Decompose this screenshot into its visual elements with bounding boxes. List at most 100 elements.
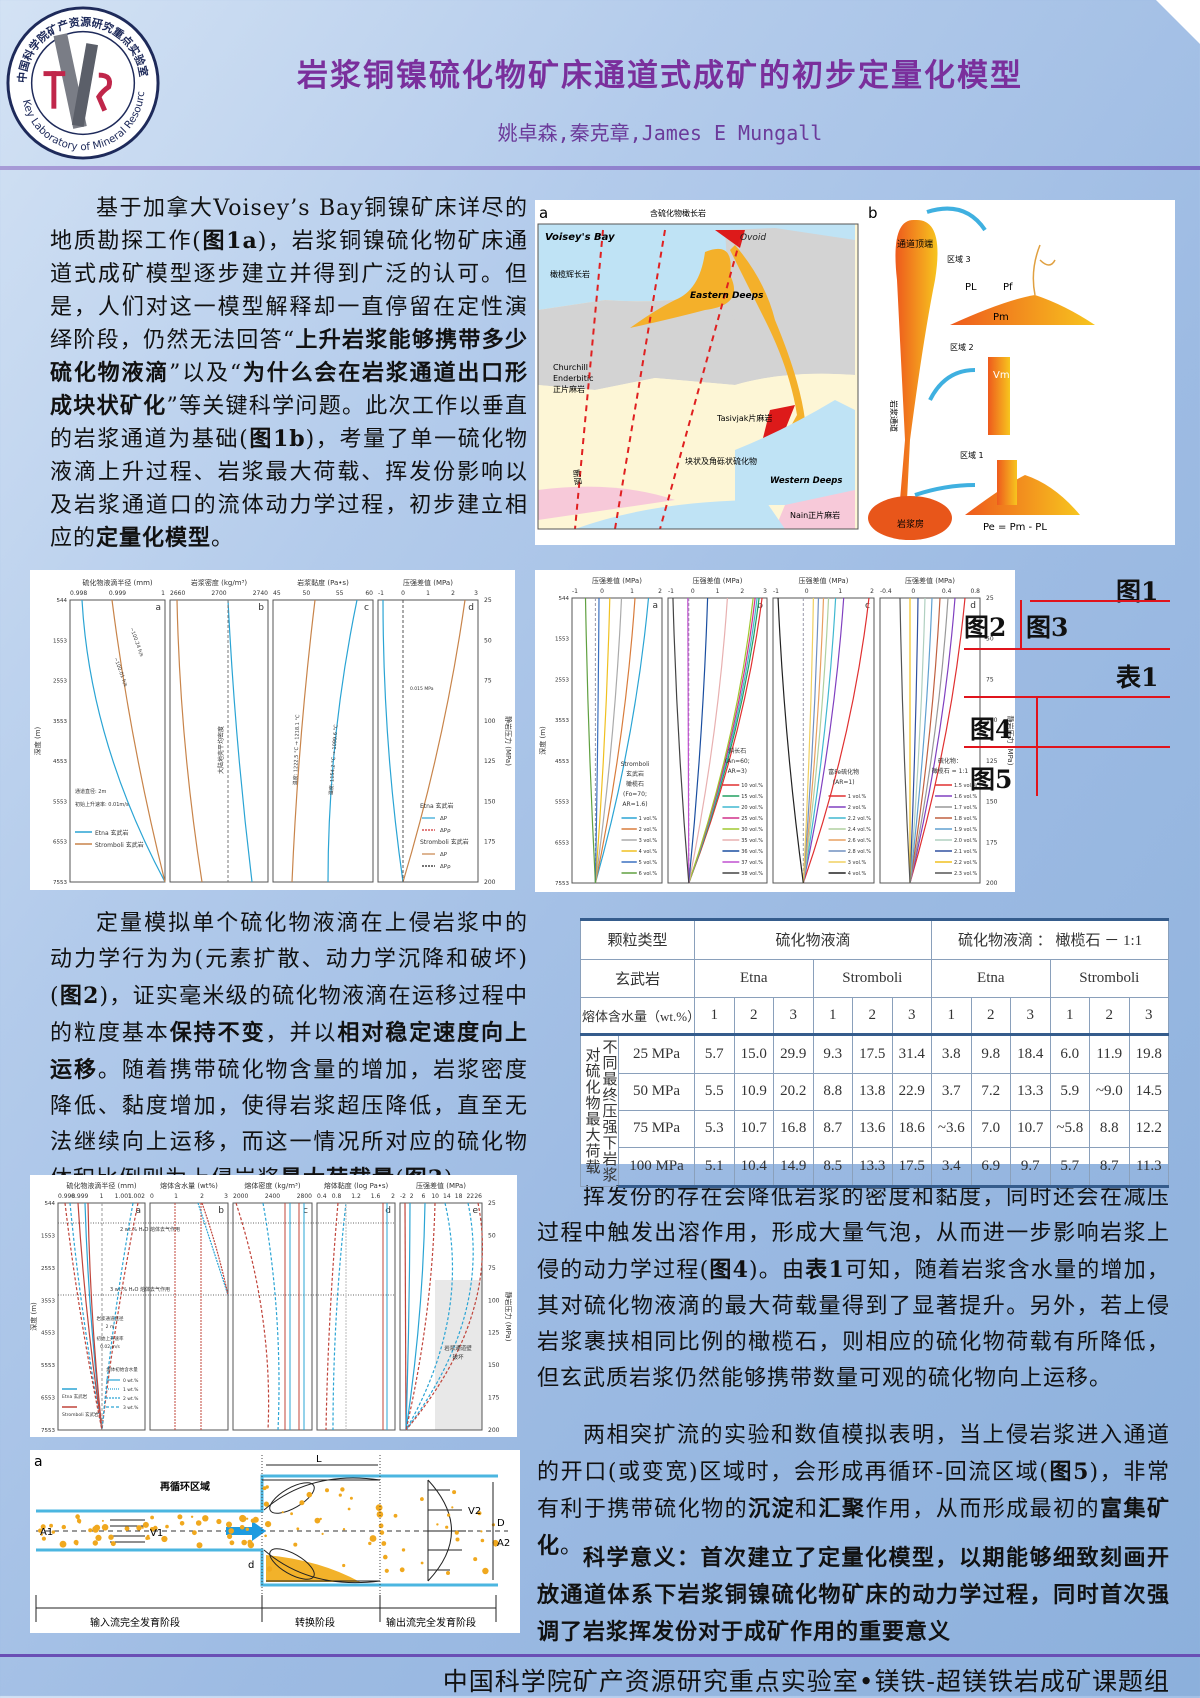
index-fig4: 图4 bbox=[970, 715, 1013, 744]
data-curve bbox=[802, 597, 825, 884]
sulfide-droplet bbox=[40, 1524, 46, 1530]
annotation-etna-rate: ~100.01 h/s bbox=[112, 657, 128, 688]
data-curve bbox=[909, 597, 941, 884]
sulfide-droplet bbox=[446, 1571, 450, 1575]
max-load-cell: 18.6 bbox=[891, 1109, 933, 1148]
sulfide-droplet bbox=[177, 1514, 183, 1520]
label-zone-2: 区域 2 bbox=[950, 342, 974, 352]
data-curve bbox=[332, 1202, 347, 1431]
legend-entry: 3 vol.% bbox=[639, 838, 658, 844]
text-run: )。由 bbox=[748, 1258, 806, 1283]
sulfide-droplet bbox=[265, 1521, 272, 1528]
text-run: 定量模拟单个硫化物液滴在上侵岩浆中的动力学行为为(元素扩散、动力学沉降和破坏)( bbox=[50, 911, 528, 1009]
sulfide-droplet bbox=[196, 1542, 203, 1549]
label-output-stage: 输出流完全发育阶段 bbox=[386, 1616, 476, 1629]
note-velocity: 初始上升速率 bbox=[97, 1335, 124, 1342]
data-curve bbox=[405, 1202, 436, 1431]
sulfide-droplet bbox=[136, 1525, 142, 1531]
text-run: 可知，随着岩浆含水量的增加，其对硫化物液滴的最大荷载量得到了显著提升。另外，若上… bbox=[537, 1258, 1170, 1391]
sulfide-droplet bbox=[51, 1530, 55, 1534]
index-fig3: 图3 bbox=[1026, 613, 1069, 642]
sulfide-droplet bbox=[202, 1515, 209, 1522]
axis-title: 熔体密度 (kg/m³) bbox=[244, 1181, 300, 1190]
sulfide-droplet bbox=[93, 1524, 101, 1531]
panel-letter: d bbox=[970, 601, 976, 611]
label-western-deeps: Western Deeps bbox=[770, 476, 842, 486]
y2-axis-label: 静岩压力 (MPa) bbox=[504, 716, 513, 766]
legend-entry: 3 vol.% bbox=[848, 860, 867, 866]
pressure-tick-label: 175 bbox=[986, 839, 998, 846]
max-load-cell: 16.8 bbox=[773, 1109, 814, 1148]
emphasized-text: 相对稳定速度向上运移 bbox=[50, 1020, 528, 1083]
plot-panel bbox=[69, 599, 166, 883]
sulfide-droplet bbox=[492, 1539, 499, 1547]
pressure-tick-label: 175 bbox=[484, 839, 496, 846]
pressure-tick-label: 75 bbox=[484, 678, 492, 685]
legend-entry: ΔP bbox=[440, 816, 448, 822]
sulfide-droplet bbox=[454, 1530, 459, 1535]
footer-divider bbox=[0, 1654, 1200, 1657]
header-water-content: 熔体含水量（wt.%） bbox=[579, 997, 700, 1036]
legend-entry: 2.6 vol.% bbox=[848, 838, 872, 844]
x-tick-label: 1.6 bbox=[371, 1193, 381, 1200]
max-load-cell: 11.9 bbox=[1089, 1032, 1130, 1074]
text-run: 两相突扩流的实验和数值模拟表明，当上侵岩浆进入通道的开口(或变宽)区域时，会形成… bbox=[537, 1423, 1170, 1485]
emphasized-text: 保持不变 bbox=[169, 1020, 266, 1046]
emphasized-text: 表1 bbox=[805, 1257, 845, 1283]
max-load-cell: 17.5 bbox=[891, 1146, 933, 1188]
max-load-cell: 20.2 bbox=[773, 1072, 814, 1111]
label-voiseys-bay: Voisey's Bay bbox=[545, 232, 615, 243]
sulfide-droplet bbox=[110, 1541, 116, 1547]
sulfide-droplet bbox=[229, 1540, 235, 1546]
panel-caption: 玄武岩 bbox=[626, 770, 644, 778]
max-load-cell: 5.3 bbox=[694, 1109, 735, 1148]
legend-etna: Etna 玄武岩 bbox=[95, 829, 129, 837]
panel-label-a: a bbox=[539, 204, 548, 222]
plot-panel bbox=[399, 1202, 483, 1431]
pressure-cell: 25 MPa bbox=[617, 1032, 696, 1074]
sulfide-droplet bbox=[369, 1535, 377, 1542]
pressure-tick-label: 50 bbox=[488, 1232, 496, 1239]
sulfide-droplet bbox=[451, 1506, 454, 1509]
sulfide-droplet bbox=[241, 1539, 247, 1546]
x-tick-label: 0 bbox=[401, 590, 405, 597]
row-group-label: 不同最终压强下岩浆对硫化物最大荷载 bbox=[583, 1038, 617, 1183]
panel-letter: b bbox=[218, 1206, 224, 1216]
panel-letter: a bbox=[652, 601, 658, 611]
max-load-cell: 5.1 bbox=[694, 1146, 735, 1188]
legend-entry: 38 vol.% bbox=[741, 871, 763, 877]
axis-title: 压强差值 (MPa) bbox=[592, 576, 642, 585]
sulfide-droplet bbox=[78, 1521, 81, 1524]
header-basalt: 玄武岩 bbox=[579, 958, 696, 999]
x-tick-label: 1 bbox=[174, 1193, 178, 1200]
sulfide-droplet bbox=[480, 1530, 483, 1533]
water-legend-entry: 3 wt.% bbox=[123, 1405, 139, 1411]
data-curve bbox=[111, 599, 166, 883]
panel-caption: AR=1.6) bbox=[622, 801, 647, 808]
water-legend-entry: 2 wt.% bbox=[123, 1396, 139, 1402]
index-divider bbox=[964, 746, 1170, 748]
panel-caption: AR=3) bbox=[728, 768, 747, 775]
water-content-cell: 2 bbox=[852, 997, 893, 1036]
data-curve bbox=[594, 597, 650, 884]
x-tick-label: -1 bbox=[378, 590, 384, 597]
sulfide-droplet bbox=[393, 1513, 398, 1518]
x-tick-label: 60 bbox=[365, 590, 373, 597]
wall-failure-label: 岩浆通道壁 bbox=[444, 1344, 472, 1352]
x-tick-label: 2740 bbox=[253, 590, 268, 597]
text-run: 。 bbox=[560, 1534, 584, 1559]
depth-tick-label: 1553 bbox=[53, 638, 67, 644]
panel-letter: c bbox=[364, 603, 369, 613]
legend-stromboli: Stromboli 玄武岩 bbox=[62, 1411, 99, 1418]
pressure-tick-label: 50 bbox=[986, 636, 994, 643]
index-divider bbox=[1030, 600, 1170, 602]
x-tick-label: 2800 bbox=[297, 1193, 312, 1200]
legend-entry: 36 vol.% bbox=[741, 849, 763, 855]
sulfide-droplet bbox=[293, 1542, 298, 1547]
text-run: )，非常有利于携带硫化物的 bbox=[537, 1460, 1171, 1522]
x-tick-label: 2 bbox=[740, 588, 744, 595]
data-curve bbox=[101, 1202, 134, 1431]
x-tick-label: 18 bbox=[455, 1193, 463, 1200]
sulfide-droplet bbox=[142, 1521, 149, 1528]
